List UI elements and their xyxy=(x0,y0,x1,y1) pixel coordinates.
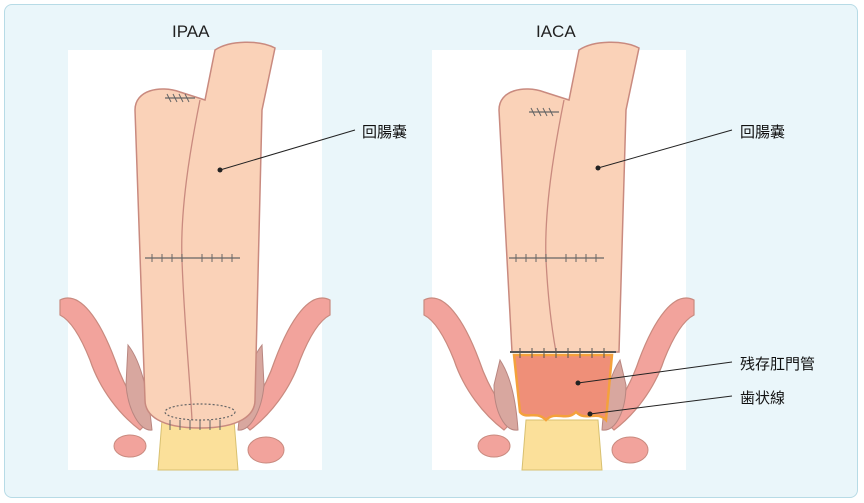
ipaa-pouch-label: 回腸嚢 xyxy=(362,121,407,142)
iaca-pouch-label: 回腸嚢 xyxy=(740,121,785,142)
iaca-dentate-line-label: 歯状線 xyxy=(740,387,785,408)
iaca-residual-anal-canal-label: 残存肛門管 xyxy=(740,353,815,374)
iaca-anal-canal xyxy=(522,420,602,470)
iaca-right-lobe xyxy=(612,437,648,463)
ipaa-left-lobe xyxy=(114,435,146,457)
iaca-residual-anal-canal xyxy=(514,355,612,420)
ipaa-illustration xyxy=(60,42,355,470)
ipaa-right-lobe xyxy=(248,437,284,463)
iaca-left-lobe xyxy=(478,435,510,457)
iaca-illustration xyxy=(424,42,732,470)
ipaa-pouch xyxy=(135,42,275,428)
